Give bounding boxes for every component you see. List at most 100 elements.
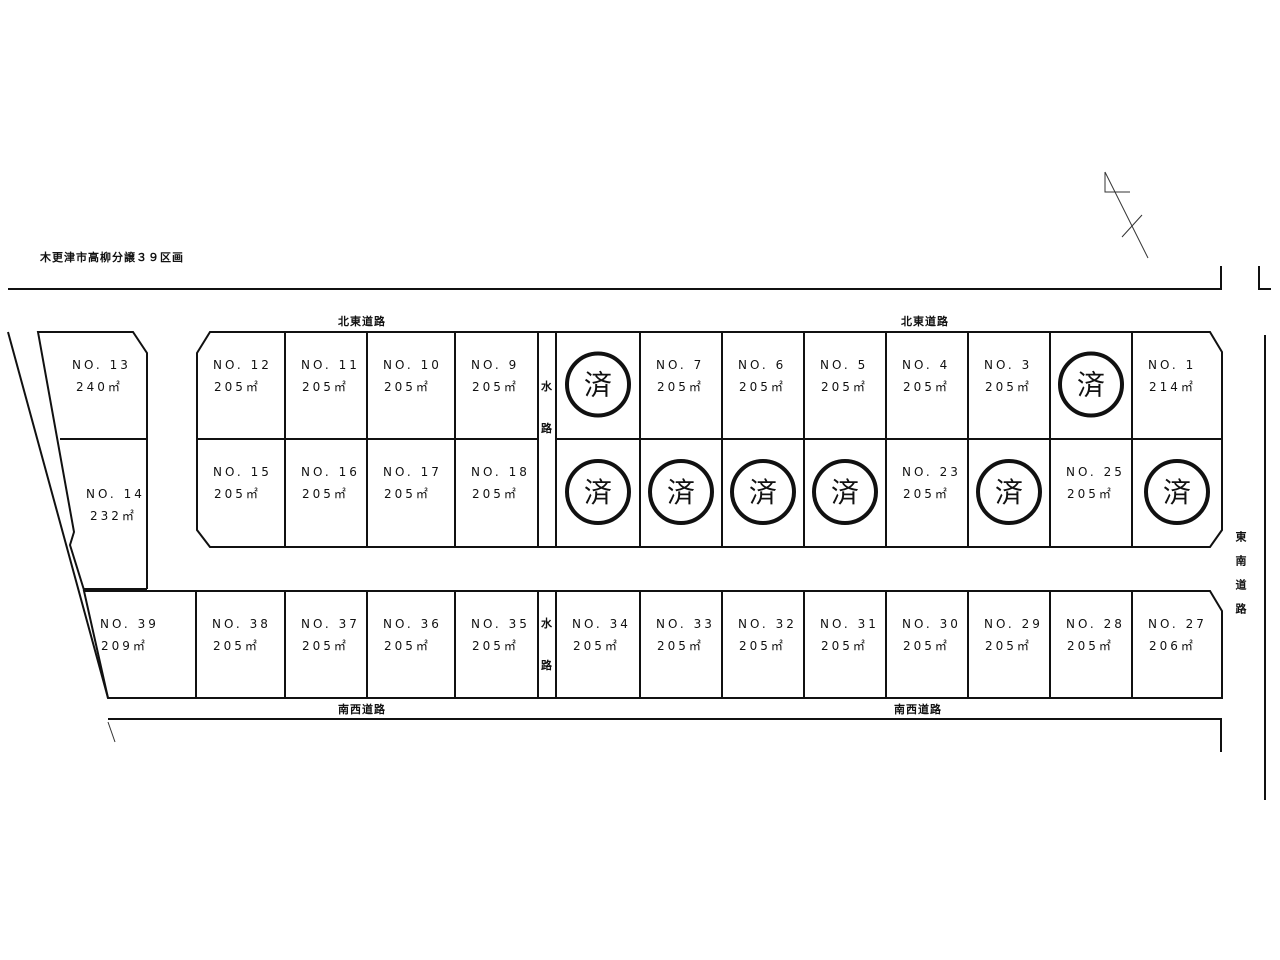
road-label-north-east-right: 北東道路 bbox=[901, 314, 949, 328]
plot-number: NO. 37 bbox=[301, 617, 360, 631]
plot-area: 205㎡ bbox=[302, 639, 349, 653]
plot-area: 205㎡ bbox=[903, 639, 950, 653]
plot-area: 206㎡ bbox=[1149, 639, 1196, 653]
plot-area: 205㎡ bbox=[903, 487, 950, 501]
plot-area: 205㎡ bbox=[384, 380, 431, 394]
plot-area: 205㎡ bbox=[302, 380, 349, 394]
plot-area: 205㎡ bbox=[821, 639, 868, 653]
sold-stamp-icon: 済 bbox=[648, 459, 714, 525]
sold-stamp-icon: 済 bbox=[730, 459, 796, 525]
upper-row-plot[interactable]: NO. 7 205㎡ bbox=[656, 358, 704, 394]
waterway-label-upper-2: 路 bbox=[541, 421, 553, 435]
plot-area: 205㎡ bbox=[384, 639, 431, 653]
upper-row-plot[interactable]: NO. 10 205㎡ bbox=[383, 358, 442, 394]
plot-number: NO. 1 bbox=[1148, 358, 1196, 372]
middle-row-plot[interactable]: 済 bbox=[648, 459, 714, 525]
plot-number: NO. 28 bbox=[1066, 617, 1125, 631]
plot-number: NO. 39 bbox=[100, 617, 159, 631]
sold-stamp-icon: 済 bbox=[1144, 459, 1210, 525]
road-label-south-east: 東南道路 bbox=[1234, 531, 1247, 627]
plot-area: 205㎡ bbox=[903, 380, 950, 394]
upper-row-plot[interactable]: NO. 4 205㎡ bbox=[902, 358, 950, 394]
plot-number: NO. 31 bbox=[820, 617, 879, 631]
road-edges bbox=[7, 266, 1271, 800]
middle-row-plot[interactable]: 済 bbox=[565, 459, 631, 525]
waterway-label-lower-1: 水 bbox=[541, 616, 553, 630]
plot-area: 205㎡ bbox=[573, 639, 620, 653]
plot-number: NO. 3 bbox=[984, 358, 1032, 372]
plot-area: 205㎡ bbox=[472, 487, 519, 501]
lower-row-plot[interactable]: NO. 34 205㎡ bbox=[572, 617, 631, 653]
plot-area: 205㎡ bbox=[657, 380, 704, 394]
middle-row-plot[interactable]: 済 bbox=[976, 459, 1042, 525]
sold-mark: 済 bbox=[584, 369, 612, 402]
lower-row-plot[interactable]: NO. 37 205㎡ bbox=[301, 617, 360, 653]
sold-stamp-icon: 済 bbox=[1058, 351, 1124, 418]
plot-number: NO. 16 bbox=[301, 465, 360, 479]
plot-number: NO. 15 bbox=[213, 465, 272, 479]
plot-number: NO. 29 bbox=[984, 617, 1043, 631]
lower-row-plot[interactable]: NO. 39 209㎡ bbox=[100, 617, 159, 653]
plot-number: NO. 7 bbox=[656, 358, 704, 372]
plot-number: NO. 35 bbox=[471, 617, 530, 631]
plot-area: 205㎡ bbox=[985, 639, 1032, 653]
lower-block-dividers bbox=[195, 591, 1133, 698]
plot-number: NO. 25 bbox=[1066, 465, 1125, 479]
plot-13-area: 240㎡ bbox=[76, 380, 123, 394]
upper-row-plot[interactable]: NO. 1 214㎡ bbox=[1148, 358, 1196, 394]
sold-stamp-icon: 済 bbox=[565, 351, 631, 418]
sold-stamp-icon: 済 bbox=[812, 459, 878, 525]
middle-row-plot[interactable]: 済 bbox=[812, 459, 878, 525]
plot-number: NO. 5 bbox=[820, 358, 868, 372]
plot-number: NO. 34 bbox=[572, 617, 631, 631]
sold-mark: 済 bbox=[831, 476, 859, 509]
plot-14-area: 232㎡ bbox=[90, 509, 137, 523]
lower-block-outline bbox=[82, 590, 1223, 699]
plot-number: NO. 6 bbox=[738, 358, 786, 372]
sold-stamp-icon: 済 bbox=[976, 459, 1042, 525]
plot-area: 205㎡ bbox=[472, 380, 519, 394]
plot-area: 209㎡ bbox=[101, 639, 148, 653]
lower-row-plot[interactable]: NO. 31 205㎡ bbox=[820, 617, 879, 653]
lower-row-plot[interactable]: NO. 29 205㎡ bbox=[984, 617, 1043, 653]
plot-number: NO. 32 bbox=[738, 617, 797, 631]
plot-13-14-block bbox=[36, 331, 148, 591]
north-arrow-icon bbox=[1104, 171, 1149, 259]
upper-row-plot[interactable]: 済 bbox=[1058, 351, 1124, 418]
plot-number: NO. 10 bbox=[383, 358, 442, 372]
middle-row-plot[interactable]: 済 bbox=[730, 459, 796, 525]
plot-number: NO. 30 bbox=[902, 617, 961, 631]
lower-row-plot[interactable]: NO. 30 205㎡ bbox=[902, 617, 961, 653]
middle-row-plot[interactable]: 済 bbox=[1144, 459, 1210, 525]
plot-number: NO. 4 bbox=[902, 358, 950, 372]
plot-area: 214㎡ bbox=[1149, 380, 1196, 394]
sold-mark: 済 bbox=[667, 476, 695, 509]
upper-row-plot[interactable]: 済 bbox=[565, 351, 631, 418]
sold-mark: 済 bbox=[995, 476, 1023, 509]
road-label-north-east-left: 北東道路 bbox=[338, 314, 386, 328]
plot-number: NO. 12 bbox=[213, 358, 272, 372]
plot-13-number: NO. 13 bbox=[72, 358, 131, 372]
